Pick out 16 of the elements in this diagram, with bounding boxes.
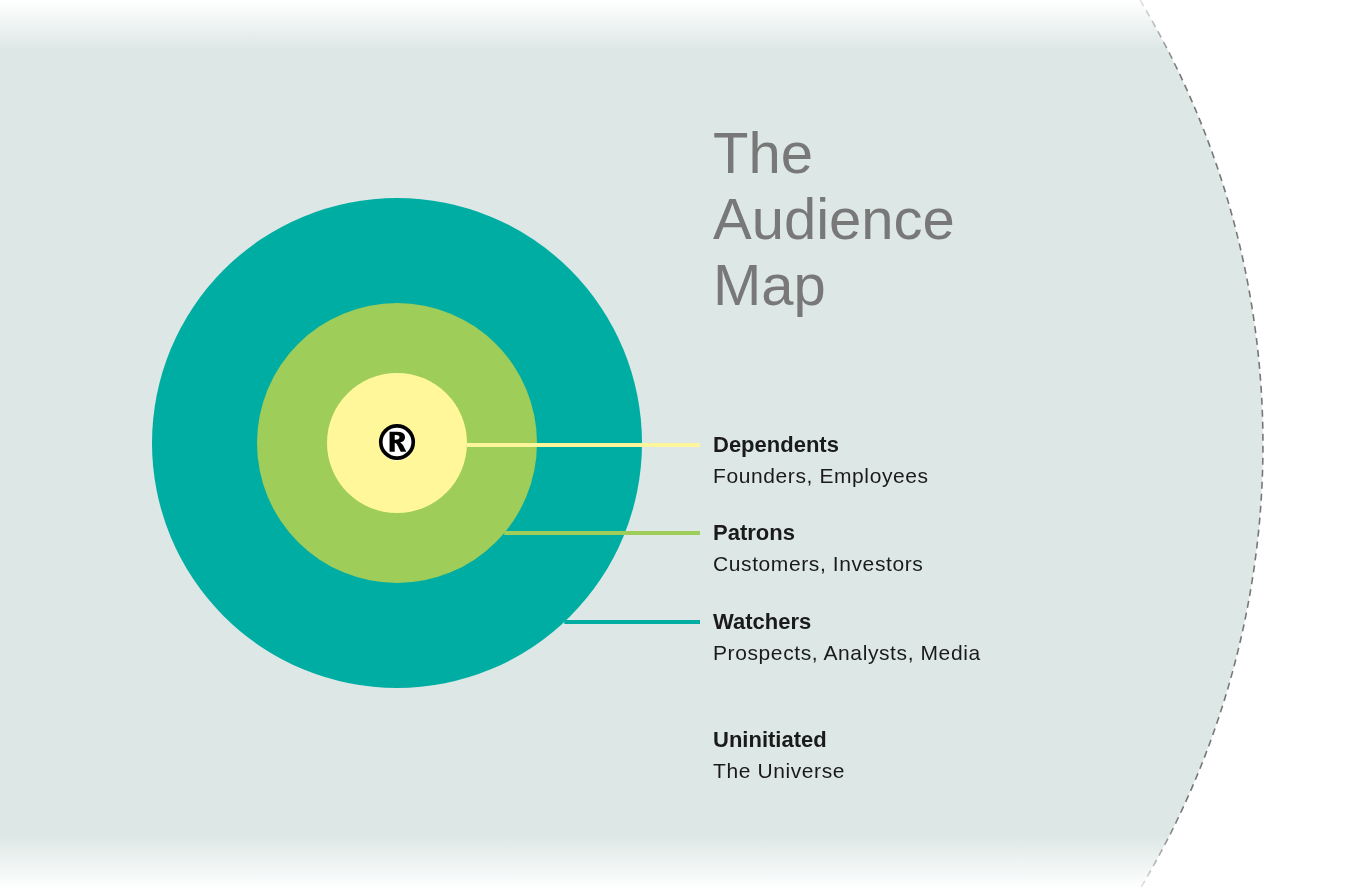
category-title: Patrons xyxy=(713,519,795,547)
category-title: Watchers xyxy=(713,608,812,636)
category-title: Dependents xyxy=(713,431,839,459)
inner-circle xyxy=(327,373,467,513)
category-description: Founders, Employees xyxy=(713,463,929,489)
category-description: The Universe xyxy=(713,758,846,784)
leader-line xyxy=(466,443,700,447)
leader-line xyxy=(564,620,700,624)
category-description: Customers, Investors xyxy=(713,551,924,577)
outer-region xyxy=(0,0,1266,889)
category-description: Prospects, Analysts, Media xyxy=(713,640,981,666)
middle-circle xyxy=(257,303,537,583)
category-title: Uninitiated xyxy=(713,726,827,754)
title: The Audience Map xyxy=(713,120,956,318)
leader-line xyxy=(504,531,700,535)
outer-circle xyxy=(152,198,642,688)
